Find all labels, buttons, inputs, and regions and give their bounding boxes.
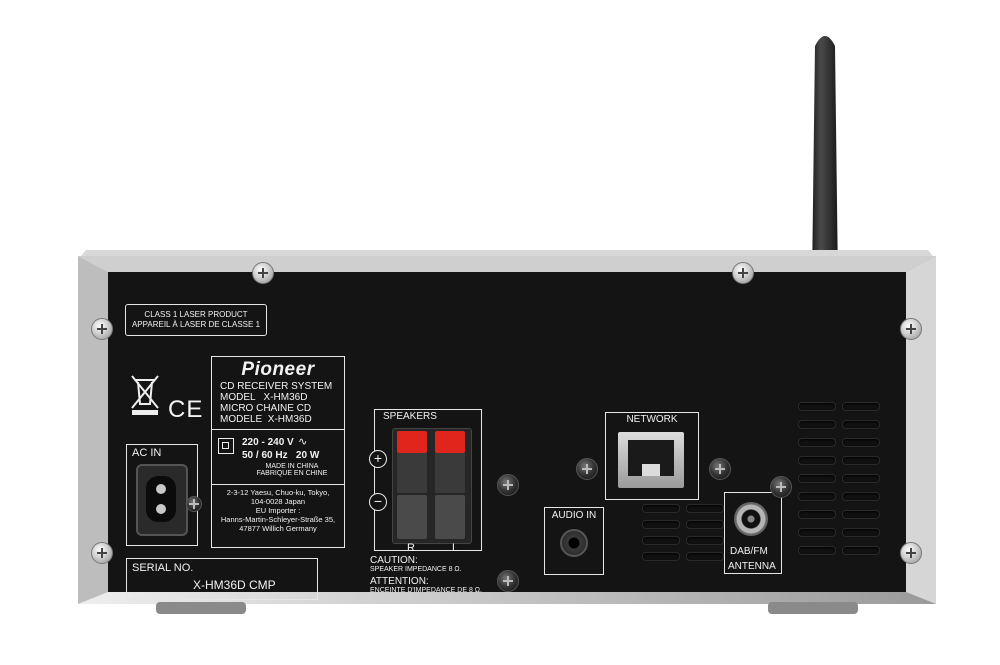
ethernet-port[interactable] — [618, 432, 684, 488]
attention-title: ATTENTION: — [370, 576, 429, 587]
model-line1: CD RECEIVER SYSTEM — [220, 381, 333, 392]
speaker-terminal-block — [392, 428, 472, 544]
speaker-left-minus-clip[interactable] — [435, 495, 465, 539]
screw-icon — [91, 542, 113, 564]
screw-icon — [900, 542, 922, 564]
speakers-label: SPEAKERS — [383, 411, 481, 422]
ac-in-block: AC IN — [126, 444, 198, 546]
serial-value: X-HM36D CMP — [193, 578, 276, 592]
ac-inlet-socket[interactable] — [136, 464, 188, 536]
ac-symbol: ∿ — [298, 436, 308, 448]
network-label: NETWORK — [626, 414, 678, 425]
antenna-block — [724, 492, 782, 574]
serial-label: SERIAL NO. — [132, 562, 194, 574]
screw-icon — [900, 318, 922, 340]
weee-bin-icon — [131, 375, 159, 415]
pioneer-logo: Pioneer — [241, 359, 315, 380]
screw-icon — [252, 262, 274, 284]
screw-icon — [91, 318, 113, 340]
model-line3: MICRO CHAINE CD — [220, 403, 312, 414]
speaker-impedance-caution: CAUTION: SPEAKER IMPEDANCE 8 Ω. ATTENTIO… — [370, 555, 482, 594]
speaker-left-plus-clip[interactable] — [435, 431, 465, 453]
address-line3: EU Importer : — [255, 506, 301, 515]
serial-number-box: SERIAL NO. X-HM36D CMP — [126, 558, 318, 600]
speaker-right-label: R — [407, 542, 415, 554]
caution-text: SPEAKER IMPEDANCE 8 Ω. — [370, 566, 462, 573]
speaker-minus-sign: − — [369, 493, 387, 511]
laser-label-line2: APPAREIL À LASER DE CLASSE 1 — [131, 320, 261, 329]
model-line4: MODELE X-HM36D — [220, 414, 312, 425]
made-in-china-text: MADE IN CHINA — [265, 463, 319, 470]
address-line1: 2-3-12 Yaesu, Chuo-ku, Tokyo, — [226, 488, 330, 497]
attention-text: ENCEINTE D'IMPEDANCE DE 8 Ω. — [370, 587, 482, 594]
address-line5: 47877 Willich Germany — [239, 524, 317, 533]
speaker-right-minus-clip[interactable] — [397, 495, 427, 539]
caution-title: CAUTION: — [370, 555, 418, 566]
laser-label-line1: CLASS 1 LASER PRODUCT — [144, 310, 248, 319]
screw-icon — [186, 496, 202, 512]
audio-in-block: AUDIO IN — [544, 507, 604, 575]
address-line4: Hanns-Martin-Schleyer-Straße 35, — [220, 515, 336, 524]
speaker-right-plus-clip[interactable] — [397, 431, 427, 453]
voltage-text: 220 - 240 V — [242, 437, 294, 448]
screw-icon — [732, 262, 754, 284]
model-line2: MODEL X-HM36D — [220, 392, 308, 403]
ce-mark: CE — [168, 396, 204, 423]
screw-icon — [497, 570, 519, 592]
screw-icon — [576, 458, 598, 480]
address-line2: 104-0028 Japan — [250, 497, 306, 506]
screw-icon — [770, 476, 792, 498]
antenna-label: ANTENNA — [728, 561, 776, 572]
antenna-band-label: DAB/FM — [730, 546, 768, 557]
ac-in-label: AC IN — [132, 447, 162, 459]
network-block: NETWORK — [605, 412, 699, 500]
screw-icon — [497, 474, 519, 496]
double-insulation-icon — [218, 438, 234, 454]
audio-in-label: AUDIO IN — [551, 510, 597, 521]
laser-class-label: CLASS 1 LASER PRODUCT APPAREIL À LASER D… — [125, 304, 267, 336]
antenna-coax-jack[interactable] — [734, 502, 768, 536]
frequency-power-text: 50 / 60 Hz 20 W — [242, 450, 320, 461]
audio-in-jack[interactable] — [560, 529, 588, 557]
model-info-block: Pioneer CD RECEIVER SYSTEM MODEL X-HM36D… — [211, 356, 345, 548]
speaker-left-label: L — [452, 542, 459, 554]
fabrique-en-chine-text: FABRIQUE EN CHINE — [256, 470, 328, 477]
speaker-plus-sign: + — [369, 450, 387, 468]
speakers-block: SPEAKERS — [374, 409, 482, 551]
screw-icon — [709, 458, 731, 480]
